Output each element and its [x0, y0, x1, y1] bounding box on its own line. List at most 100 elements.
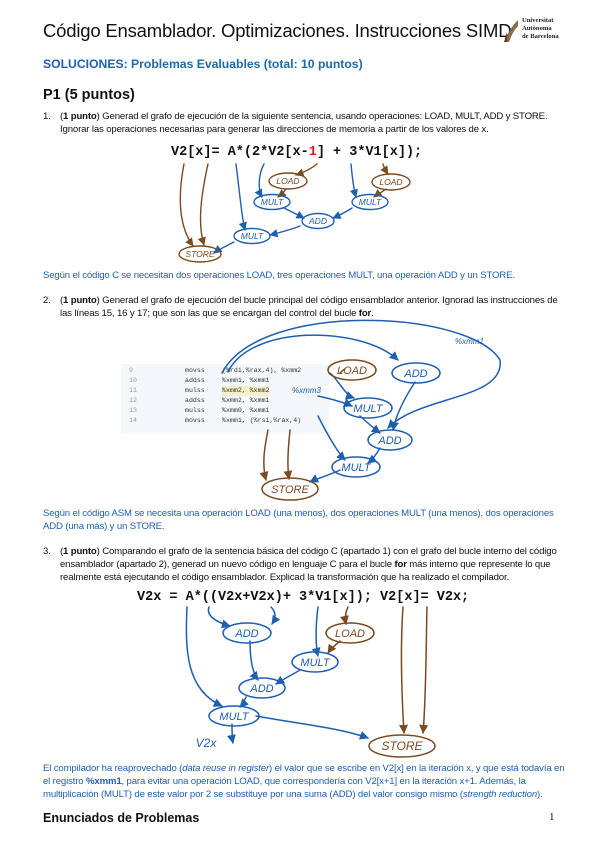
q1-load-label-1: LOAD [276, 176, 299, 186]
question-2: 2. (1 punto) Generad el grafo de ejecuci… [43, 295, 558, 319]
q1-mult-label-1: MULT [261, 197, 284, 207]
q3-add-node-1 [222, 622, 272, 644]
q1-store-node [178, 245, 222, 263]
q2-mult-label-2: MULT [341, 462, 371, 474]
question-1-answer: Según el código C se necesitan dos opera… [43, 270, 515, 281]
q2-add-label-1: ADD [403, 368, 427, 380]
q1-mult-node-1 [253, 193, 291, 211]
asm-opcode: movss [185, 367, 205, 374]
q2-store-label: STORE [271, 484, 309, 496]
q1-load-label-2: LOAD [379, 177, 402, 187]
logo-line-3: de Barcelona [522, 33, 559, 40]
q3-answer-l3-pre: multiplicación (MULT) de este valor por … [43, 789, 463, 800]
asm-operands: %xmm0, %xmm1 [222, 407, 270, 414]
q2-mult-node-2 [331, 456, 381, 478]
question-1-code: V2[x]= A*(2*V2[x-1] + 3*V1[x]); [171, 145, 422, 160]
q3-add-label-2: ADD [249, 683, 273, 695]
question-3-text-b-end: más interno que represente lo que [406, 559, 551, 570]
q3-answer-l1-pre: El compilador ha reaprovechado ( [43, 763, 183, 774]
uab-logo-mark [504, 20, 518, 42]
question-2-number: 2. [43, 295, 51, 306]
q1-mult-node-2 [351, 193, 389, 211]
question-2-text-a: ) Generad el grafo de ejecución del bucl… [96, 295, 558, 306]
question-3-for: for [394, 559, 407, 570]
document-title: Código Ensamblador. Optimizaciones. Inst… [43, 20, 512, 41]
question-3-number: 3. [43, 546, 51, 557]
q1-mult-node-3 [233, 227, 271, 245]
q1-mult-label-3: MULT [241, 231, 264, 241]
question-2-for: for [358, 308, 372, 319]
q2-store-node [261, 477, 319, 501]
q3-mult-node-2 [208, 705, 260, 727]
question-1: 1. (1 punto) Generad el grafo de ejecuci… [43, 111, 548, 135]
q3-answer-l1-post: ) el valor que se escribe en V2[x] en la… [269, 763, 565, 774]
question-2-answer-b: ADD (una más) y un STORE. [43, 521, 165, 532]
asm-opcode: mulss [185, 407, 205, 414]
q3-answer-l2-bold: %xmm1 [86, 776, 122, 787]
q3-load-node [325, 622, 375, 644]
q3-store-label: STORE [381, 739, 423, 753]
q1-load-node-1 [268, 172, 308, 190]
question-3-points: 1 punto [63, 546, 97, 557]
asm-operands: %xmm2, %xmm2 [222, 386, 270, 396]
asm-opcode: addss [185, 377, 205, 384]
q1-mult-label-2: MULT [359, 197, 382, 207]
logo-text: Universitat Autònoma de Barcelona [522, 17, 559, 41]
asm-line-number: 12 [129, 397, 137, 404]
q3-v2x-label: V2x [196, 736, 218, 750]
page-number: 1 [549, 811, 555, 823]
question-2-answer-a: Según el código ASM se necesita una oper… [43, 508, 554, 519]
q3-answer-l3-italic: strength reduction [462, 789, 538, 800]
q2-load-node [327, 359, 377, 381]
question-1-points: 1 punto [63, 111, 97, 122]
asm-line-number: 11 [129, 387, 137, 394]
question-2-answer: Según el código ASM se necesita una oper… [43, 507, 554, 533]
question-1-number: 1. [43, 111, 51, 122]
q1-store-label: STORE [185, 249, 214, 259]
q3-answer-l2-pre: el registro [43, 776, 86, 787]
question-1-text-a: ) Generad el grafo de ejecución de la si… [96, 111, 548, 122]
solutions-heading-rest: Problemas Evaluables (total: 10 puntos) [127, 57, 363, 71]
asm-operands: %xmm2, %xmm1 [222, 397, 270, 404]
q1-add-label: ADD [308, 216, 327, 226]
solutions-keyword: SOLUCIONES: [43, 57, 128, 71]
q3-add-label-1: ADD [234, 628, 258, 640]
question-3-text-b: ensamblador (apartado 2), generad un nue… [60, 559, 395, 570]
question-3-code: V2x = A*((V2x+V2x)+ 3*V1[x]); V2[x]= V2x… [137, 590, 470, 605]
question-3-text-a: ) Comparando el grafo de la sentencia bá… [96, 546, 557, 557]
q3-load-label: LOAD [335, 628, 365, 640]
q2-add-label-2: ADD [377, 435, 401, 447]
solutions-heading: SOLUCIONES: Problemas Evaluables (total:… [43, 57, 363, 71]
q2-annotation-xmm1: %xmm1 [455, 337, 484, 346]
q3-answer-l2-post: , para evitar una operación LOAD, que co… [121, 776, 526, 787]
question-3-text-c: realmente está ejecutando el código ensa… [60, 572, 509, 583]
q3-mult-label-1: MULT [300, 657, 330, 669]
q2-load-label: LOAD [337, 365, 367, 377]
q3-mult-node-1 [291, 651, 339, 673]
logo-line-1: Universitat [522, 17, 554, 24]
asm-line-number: 9 [129, 367, 133, 374]
question-3: 3. (1 punto) Comparando el grafo de la s… [43, 546, 557, 583]
asm-line-number: 10 [129, 377, 137, 384]
asm-opcode: mulss [185, 387, 205, 394]
question-3-answer: El compilador ha reaprovechado (data reu… [43, 762, 565, 801]
question-1-text-b: Ignorar las operaciones necesarias para … [60, 124, 489, 135]
university-logo: Universitat Autònoma de Barcelona [503, 16, 573, 48]
q1-code-red: 1 [308, 145, 317, 160]
q3-answer-l3-post: ). [537, 789, 543, 800]
asm-opcode: movss [185, 417, 205, 424]
logo-line-2: Autònoma [522, 25, 552, 32]
asm-opcode: addss [185, 397, 205, 404]
p1-heading: P1 (5 puntos) [43, 87, 135, 103]
question-2-points: 1 punto [63, 295, 97, 306]
asm-operands: (%rdi,%rax,4), %xmm2 [222, 367, 302, 374]
q1-add-node [301, 212, 335, 230]
q2-mult-label-1: MULT [353, 403, 383, 415]
q2-add-node-2 [367, 429, 413, 451]
q3-store-node [368, 734, 436, 758]
asm-line-number: 13 [129, 407, 137, 414]
q1-code-pre: V2[x]= A*(2*V2[x- [171, 145, 309, 160]
question-2-text-b: las líneas 15, 16 y 17; que son las que … [60, 308, 359, 319]
footer-title: Enunciados de Problemas [43, 811, 200, 825]
